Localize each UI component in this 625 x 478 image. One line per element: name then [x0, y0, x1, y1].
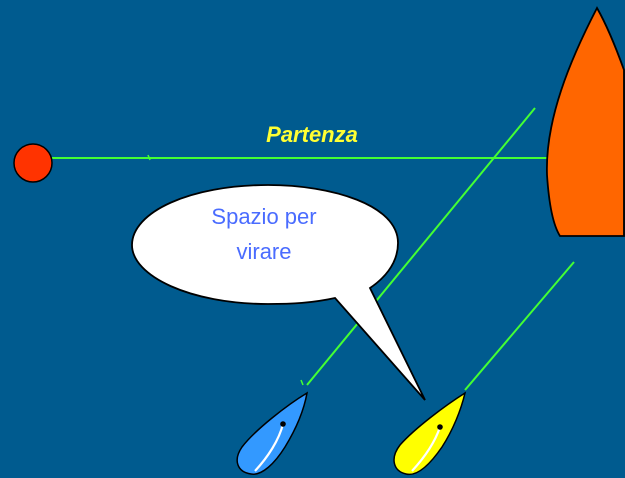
start-label: Partenza [266, 122, 358, 147]
bubble-text-line1: Spazio per [211, 204, 316, 229]
blue-sailboat-mast [280, 421, 286, 427]
yellow-sailboat-mast [437, 424, 443, 430]
blue-sailboat-icon [236, 391, 309, 475]
blue-boat-course-tick [300, 379, 304, 386]
yellow-boat-course-line [464, 261, 575, 391]
yellow-sailboat-icon [393, 391, 467, 476]
committee-boat-icon [546, 6, 625, 237]
yellow-sailboat-sail [411, 426, 442, 472]
speech-bubble [131, 184, 426, 401]
blue-boat-course-line [306, 107, 536, 386]
bubble-text-line2: virare [236, 239, 291, 264]
blue-sailboat-sail [254, 423, 285, 472]
pin-buoy-icon [13, 143, 53, 183]
start-line-tick [147, 154, 151, 161]
blue-sailboat-hull [236, 391, 309, 475]
yellow-sailboat-hull [393, 391, 467, 476]
